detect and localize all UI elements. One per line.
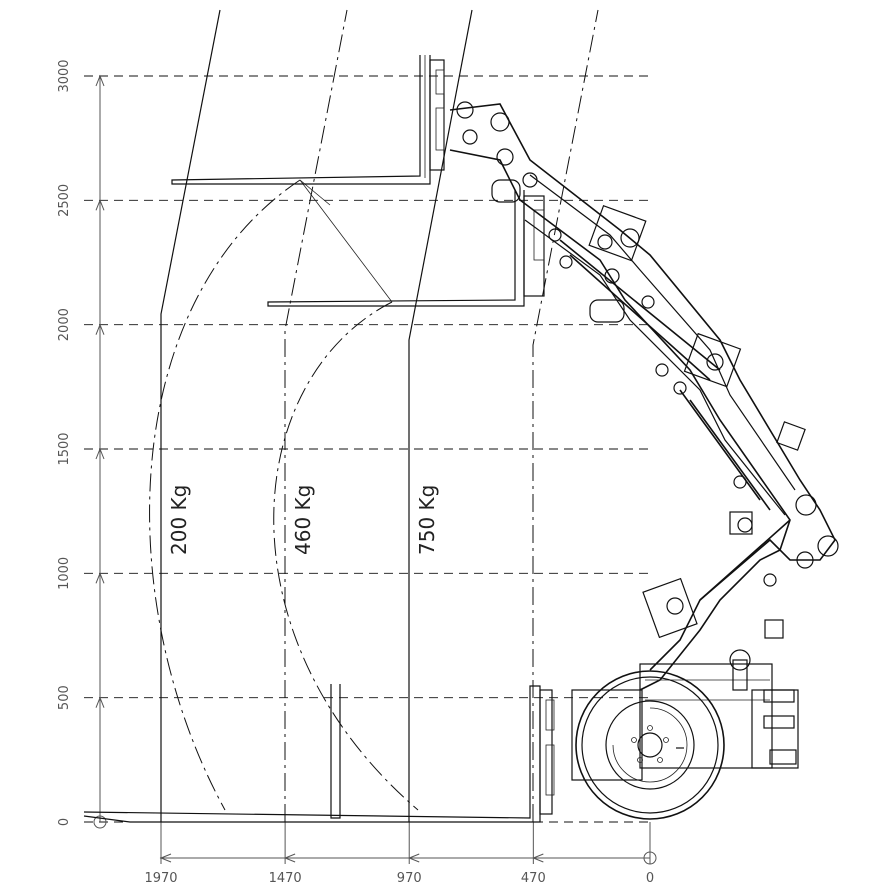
y-arrowhead [95,571,105,584]
load-label-460: 460 Kg [291,485,315,555]
height-gridlines [84,75,650,823]
y-axis-labels: 0 500 1000 1500 2000 2500 3000 [57,59,72,826]
ground-fork [83,685,555,823]
y-dimension-arrows [95,74,105,708]
machine-base [571,649,799,781]
x-tick-label: 1970 [144,871,177,886]
y-arrowhead [95,198,105,211]
y-arrowhead [95,74,105,87]
x-tick-label: 0 [646,871,654,886]
boom-arm [449,101,839,691]
y-tick-label: 1500 [57,432,72,465]
y-tick-label: 2000 [57,308,72,341]
wheel [575,670,725,820]
reach-line-970 [408,9,473,822]
load-label-750: 750 Kg [415,485,439,555]
y-tick-label: 500 [57,685,72,710]
y-dimension-line [93,76,107,829]
x-arrowhead [531,853,544,863]
x-arrowhead [283,853,296,863]
x-dimension-ticks [159,822,651,864]
reach-line-1970 [160,9,221,822]
y-tick-label: 3000 [57,59,72,92]
reach-line-470 [532,9,599,822]
x-axis-labels: 1970 1470 970 470 0 [144,871,654,886]
load-labels: 200 Kg 460 Kg 750 Kg [167,485,439,555]
y-arrowhead [95,447,105,460]
x-arrowhead [159,853,172,863]
lower-tilted-fork [330,684,341,819]
load-label-200: 200 Kg [167,485,191,555]
x-arrowhead [407,853,420,863]
x-tick-label: 470 [521,871,546,886]
y-tick-label: 0 [57,818,72,826]
middle-fork [267,190,545,307]
x-tick-label: 1470 [269,871,302,886]
x-tick-label: 970 [397,871,422,886]
reach-line-1470 [284,9,348,822]
y-tick-label: 1000 [57,557,72,590]
y-tick-label: 2500 [57,184,72,217]
y-arrowhead [95,696,105,708]
y-arrowhead [95,323,105,335]
top-fork [171,55,445,185]
